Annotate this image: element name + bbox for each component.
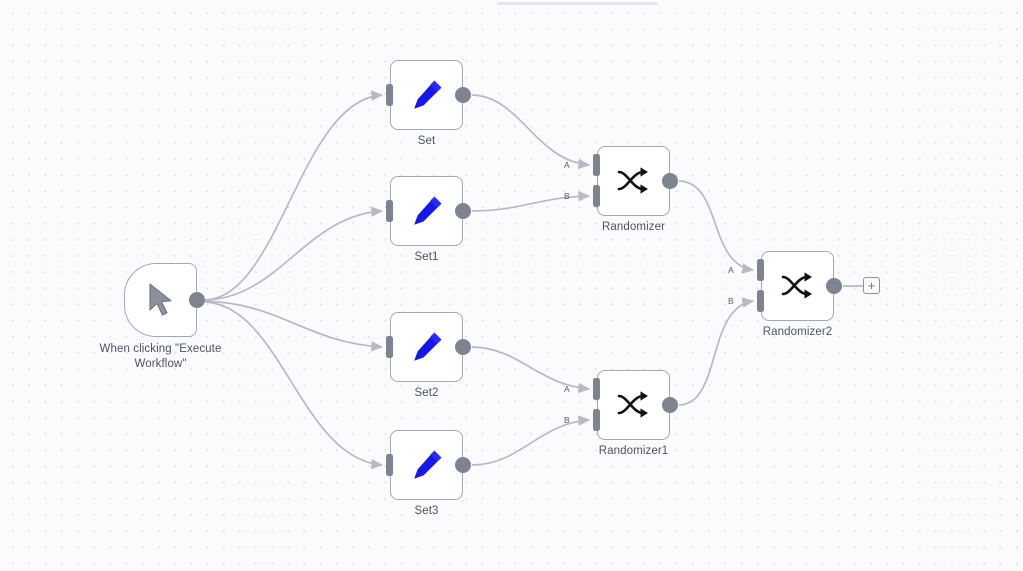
node-set-input-port[interactable] — [386, 84, 393, 106]
node-randomizer2-output-port[interactable] — [826, 278, 842, 294]
node-randomizer2-input-port-a[interactable] — [757, 259, 764, 281]
edge-set3-randomizer1-b — [471, 415, 591, 466]
node-randomizer1-input-port-b[interactable] — [593, 409, 600, 431]
node-randomizer2-input-port-b[interactable] — [757, 290, 764, 312]
edge-trigger-set2 — [204, 300, 384, 352]
node-set2-input-port[interactable] — [386, 336, 393, 358]
node-set1[interactable] — [390, 176, 463, 246]
node-randomizer-input-label-a: A — [564, 160, 570, 170]
node-randomizer1-input-label-a: A — [564, 384, 570, 394]
node-randomizer1[interactable] — [597, 370, 670, 440]
plus-icon: + — [867, 277, 876, 293]
node-set-output-port[interactable] — [455, 87, 471, 103]
panel-top-edge — [497, 2, 658, 5]
node-randomizer1-output-port[interactable] — [662, 397, 678, 413]
edge-randomizer-randomizer2-a — [678, 180, 755, 274]
node-randomizer2-label: Randomizer2 — [762, 326, 833, 338]
node-trigger[interactable] — [124, 263, 197, 337]
node-set1-output-port[interactable] — [455, 203, 471, 219]
node-set1-input-port[interactable] — [386, 200, 393, 222]
node-set3-input-port[interactable] — [386, 454, 393, 476]
pencil-icon — [409, 77, 445, 113]
node-randomizer2-input-label-a: A — [728, 265, 734, 275]
add-node-button[interactable]: + — [863, 277, 880, 294]
node-trigger-output-port[interactable] — [189, 292, 205, 308]
node-randomizer[interactable] — [597, 146, 670, 216]
shuffle-icon — [617, 390, 651, 420]
node-randomizer-input-label-b: B — [564, 191, 570, 201]
edge-set-randomizer-a — [471, 94, 591, 170]
node-randomizer2[interactable] — [761, 251, 834, 321]
node-randomizer1-input-port-a[interactable] — [593, 378, 600, 400]
node-randomizer2-input-label-b: B — [728, 296, 734, 306]
node-randomizer1-input-label-b: B — [564, 415, 570, 425]
node-set[interactable] — [390, 60, 463, 130]
node-set-label: Set — [417, 135, 436, 147]
node-set3-label: Set3 — [414, 505, 439, 517]
pencil-icon — [409, 193, 445, 229]
node-randomizer-input-port-a[interactable] — [593, 154, 600, 176]
node-randomizer-output-port[interactable] — [662, 173, 678, 189]
node-randomizer-input-port-b[interactable] — [593, 185, 600, 207]
node-set2-label: Set2 — [414, 387, 439, 399]
edge-trigger-set1 — [204, 206, 384, 301]
node-set3[interactable] — [390, 430, 463, 500]
pencil-icon — [409, 447, 445, 483]
pencil-icon — [409, 329, 445, 365]
shuffle-icon — [617, 166, 651, 196]
edge-set1-randomizer-b — [471, 190, 591, 212]
shuffle-icon — [781, 271, 815, 301]
cursor-pointer-icon — [146, 283, 176, 317]
edge-trigger-set3 — [204, 301, 384, 470]
node-set2[interactable] — [390, 312, 463, 382]
node-randomizer1-label: Randomizer1 — [598, 445, 669, 457]
node-randomizer-label: Randomizer — [602, 221, 665, 233]
node-set1-label: Set1 — [414, 251, 439, 263]
node-set2-output-port[interactable] — [455, 339, 471, 355]
edge-trigger-set — [204, 90, 384, 301]
edge-randomizer1-randomizer2-b — [678, 297, 755, 406]
node-trigger-label: When clicking "Execute Workflow" — [99, 343, 222, 370]
node-set3-output-port[interactable] — [455, 457, 471, 473]
edge-set2-randomizer1-a — [471, 346, 591, 394]
